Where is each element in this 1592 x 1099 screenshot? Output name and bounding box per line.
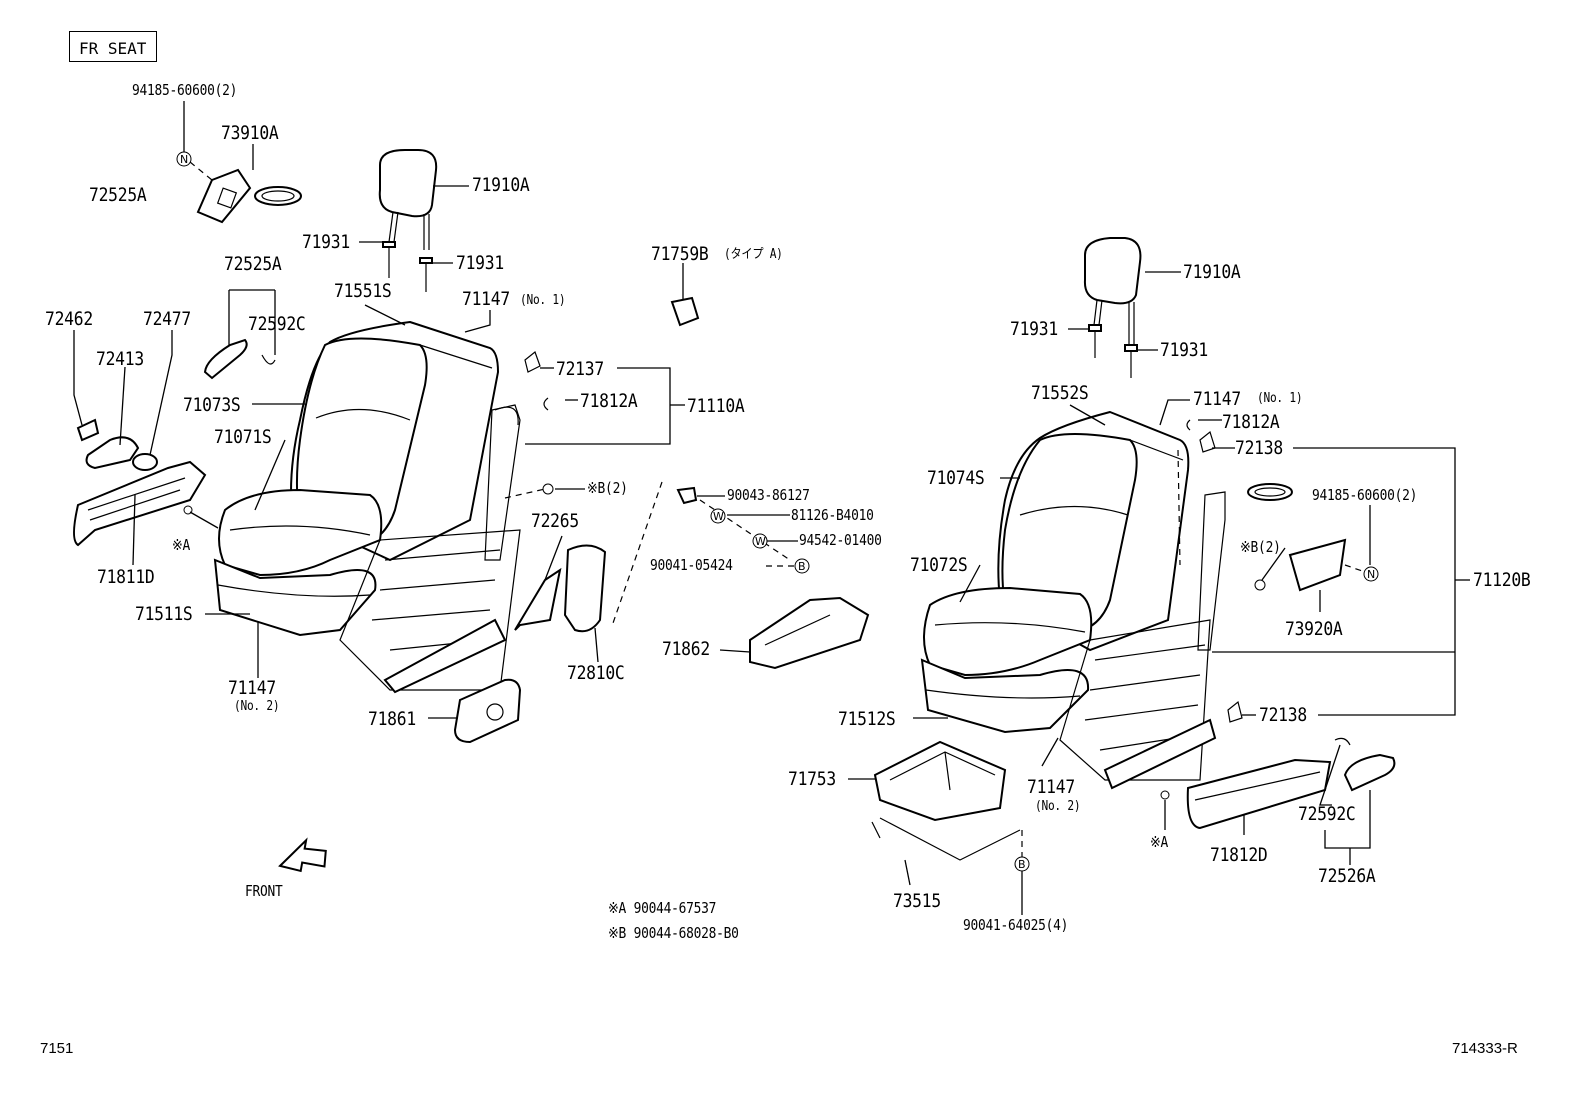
callout-71147-no1-right[interactable]: 71147	[1193, 388, 1241, 410]
callout-71811d[interactable]: 71811D	[97, 566, 155, 588]
callout-72137[interactable]: 72137	[556, 358, 604, 380]
section-label-box: FR SEAT	[69, 31, 157, 62]
callout-72462[interactable]: 72462	[45, 308, 93, 330]
front-label: FRONT	[245, 882, 283, 900]
callout-71511s[interactable]: 71511S	[135, 603, 193, 625]
callout-71074s[interactable]: 71074S	[927, 467, 985, 489]
callout-71120b[interactable]: 71120B	[1473, 569, 1531, 591]
callout-71931-right-2[interactable]: 71931	[1160, 339, 1208, 361]
callout-90041-64025[interactable]: 90041-64025(4)	[963, 916, 1069, 934]
mark-n-right: N	[1367, 568, 1375, 581]
callout-72525a-a[interactable]: 72525A	[89, 184, 147, 206]
callout-71552s[interactable]: 71552S	[1031, 382, 1089, 404]
callout-71147-no2-right[interactable]: 71147	[1027, 776, 1075, 798]
callout-81126-b4010[interactable]: 81126-B4010	[791, 506, 874, 524]
note-b: ※B 90044-68028-B0	[608, 924, 739, 942]
leader-lines	[73, 101, 1470, 915]
callout-72592c-right[interactable]: 72592C	[1298, 803, 1356, 825]
callout-72592c-left[interactable]: 72592C	[248, 313, 306, 335]
right-seat-drawing	[871, 237, 1396, 861]
footer-right-code: 714333-R	[1452, 1040, 1518, 1057]
callout-90043-86127[interactable]: 90043-86127	[727, 486, 810, 504]
callout-71147-no1-left[interactable]: 71147	[462, 288, 510, 310]
callout-no2-right: (No. 2)	[1035, 799, 1081, 814]
callout-90041-05424[interactable]: 90041-05424	[650, 556, 733, 574]
callout-71812a-right[interactable]: 71812A	[1222, 411, 1280, 433]
note-a: ※A 90044-67537	[608, 899, 717, 917]
callout-71862[interactable]: 71862	[662, 638, 710, 660]
mark-n-left: N	[180, 153, 188, 166]
circled-marks: N W W B N B	[176, 151, 1379, 872]
callout-71812a-left[interactable]: 71812A	[580, 390, 638, 412]
callout-72810c[interactable]: 72810C	[567, 662, 625, 684]
callout-no1-right: (No. 1)	[1257, 391, 1303, 406]
callout-71551s[interactable]: 71551S	[334, 280, 392, 302]
callout-71759b-note: (タイプ A)	[724, 247, 783, 262]
callout-xb2-left: ※B(2)	[587, 479, 628, 497]
callout-71147-no2-left[interactable]: 71147	[228, 677, 276, 699]
mark-b-1: B	[798, 560, 806, 573]
callout-no2-left: (No. 2)	[234, 699, 280, 714]
callout-94185-left[interactable]: 94185-60600(2)	[132, 81, 238, 99]
callout-73920a[interactable]: 73920A	[1285, 618, 1343, 640]
section-label: FR SEAT	[79, 39, 147, 58]
callout-71072s[interactable]: 71072S	[910, 554, 968, 576]
callout-xa-left: ※A	[172, 536, 191, 554]
callout-94185-right[interactable]: 94185-60600(2)	[1312, 486, 1418, 504]
callout-72477[interactable]: 72477	[143, 308, 191, 330]
callout-71931-left-1[interactable]: 71931	[302, 231, 350, 253]
callout-xb2-right: ※B(2)	[1240, 538, 1281, 556]
callout-xa-right: ※A	[1150, 833, 1169, 851]
callout-72265[interactable]: 72265	[531, 510, 579, 532]
callout-71861[interactable]: 71861	[368, 708, 416, 730]
callout-71910a-right[interactable]: 71910A	[1183, 261, 1241, 283]
callout-71931-right-1[interactable]: 71931	[1010, 318, 1058, 340]
callout-71759b[interactable]: 71759B	[651, 243, 709, 265]
callout-94542-01400[interactable]: 94542-01400	[799, 531, 882, 549]
callout-no1-left: (No. 1)	[520, 293, 566, 308]
callout-71110a[interactable]: 71110A	[687, 395, 745, 417]
callout-72138-a[interactable]: 72138	[1235, 437, 1283, 459]
callout-71512s[interactable]: 71512S	[838, 708, 896, 730]
callout-71910a-left[interactable]: 71910A	[472, 174, 530, 196]
mark-w-2: W	[755, 535, 766, 548]
mark-w-1: W	[713, 510, 724, 523]
callout-71753[interactable]: 71753	[788, 768, 836, 790]
callout-71071s[interactable]: 71071S	[214, 426, 272, 448]
callout-73910a[interactable]: 73910A	[221, 122, 279, 144]
callout-71073s[interactable]: 71073S	[183, 394, 241, 416]
footer-left-code: 7151	[40, 1040, 74, 1057]
left-seat-drawing	[73, 149, 870, 744]
callout-71931-left-2[interactable]: 71931	[456, 252, 504, 274]
callout-72413[interactable]: 72413	[96, 348, 144, 370]
mark-b-2: B	[1018, 858, 1026, 871]
callout-73515[interactable]: 73515	[893, 890, 941, 912]
callout-72138-b[interactable]: 72138	[1259, 704, 1307, 726]
callout-72526a[interactable]: 72526A	[1318, 865, 1376, 887]
callout-71812d[interactable]: 71812D	[1210, 844, 1268, 866]
callout-72525a-b[interactable]: 72525A	[224, 253, 282, 275]
